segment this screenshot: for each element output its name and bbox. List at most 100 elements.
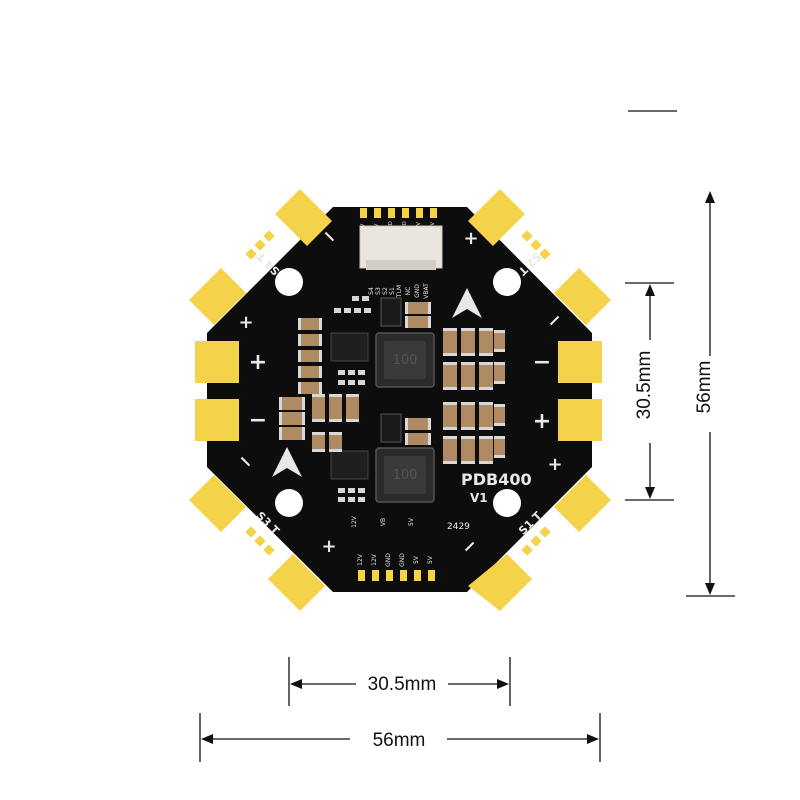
capacitor — [279, 412, 305, 425]
resistor — [338, 370, 345, 375]
capacitor — [494, 436, 505, 458]
board-model-label: PDB400 — [461, 470, 532, 489]
pad-tl-motor-2 — [189, 268, 246, 325]
resistor — [348, 380, 355, 385]
connector-pin-label: NC — [405, 287, 412, 296]
capacitor — [405, 302, 431, 314]
pad-br-motor-2 — [468, 554, 532, 611]
resistor — [338, 488, 345, 493]
dim-h-outer-arrow-left — [201, 734, 213, 744]
capacitor — [479, 402, 493, 430]
pad-tl-motor — [275, 189, 332, 246]
bottom-pin-label: 5V — [427, 555, 434, 564]
board-version-label: V1 — [470, 491, 488, 505]
pad-left-minus — [195, 399, 239, 441]
mosfet-bottom — [380, 413, 402, 443]
resistor — [348, 497, 355, 502]
dimension-annotations — [199, 110, 735, 762]
capacitor — [443, 362, 457, 390]
dim-h-mount-arrow-left — [290, 679, 302, 689]
capacitor — [443, 436, 457, 464]
connector-pin-label: S4 — [368, 287, 375, 295]
plus-mark-right: + — [533, 409, 551, 434]
capacitor — [405, 418, 431, 430]
capacitor — [298, 334, 322, 346]
resistor — [338, 497, 345, 502]
plus-mark-br: + — [547, 454, 562, 475]
top-pin-row — [360, 208, 437, 218]
signal-pads-tl — [245, 230, 275, 260]
dim-v-mount-arrow-bottom — [645, 487, 655, 499]
dim-v-outer-arrow-bottom — [705, 583, 715, 595]
capacitor — [479, 436, 493, 464]
top-pin-label: 12V — [430, 222, 436, 232]
bottom-pin-row — [358, 570, 435, 581]
pad-bl-motor — [189, 475, 246, 532]
connector-pin-label: VBAT — [423, 283, 430, 299]
resistor — [338, 380, 345, 385]
resistor — [358, 380, 365, 385]
top-pin-label: GND — [402, 221, 408, 233]
bottom-pin-label: 12V — [357, 553, 364, 566]
plus-mark-left: + — [249, 350, 267, 375]
resistor — [354, 308, 361, 313]
pad-bl-motor-2 — [268, 554, 325, 611]
pad-right-minus — [558, 341, 602, 383]
pad-br-motor — [554, 475, 611, 532]
capacitor — [479, 362, 493, 390]
inductor-mark-bottom: 100 — [393, 468, 418, 483]
capacitor — [461, 402, 475, 430]
minus-mark-right: − — [533, 350, 551, 375]
top-pin-label: 12V — [416, 222, 422, 232]
top-pin-label: 5V — [360, 223, 366, 230]
capacitor — [461, 328, 475, 356]
top-pin-label: 5V — [374, 223, 380, 230]
mount-hole-tl — [275, 268, 303, 296]
dim-label-height-outer: 56mm — [694, 361, 715, 414]
capacitor — [405, 316, 431, 328]
capacitor — [329, 394, 342, 422]
capacitor — [443, 402, 457, 430]
connector-pin-label: S1 — [389, 287, 396, 295]
capacitor — [461, 362, 475, 390]
mount-hole-br — [493, 489, 521, 517]
capacitor — [443, 328, 457, 356]
pad-tr-motor-2 — [554, 268, 611, 325]
capacitor — [298, 318, 322, 330]
direction-arrow-bottom — [272, 447, 302, 477]
capacitor-bank — [279, 296, 505, 502]
plus-mark-bl: + — [321, 536, 336, 557]
resistor — [362, 296, 369, 301]
capacitor — [346, 394, 359, 422]
capacitor — [279, 427, 305, 440]
resistor — [348, 488, 355, 493]
bottom-group-label: 12V — [351, 515, 358, 528]
minus-mark-left: − — [249, 408, 267, 433]
inductor-top — [375, 332, 435, 388]
capacitor — [279, 397, 305, 410]
connector-pin-label: S2 — [382, 287, 389, 295]
capacitor — [329, 432, 342, 452]
resistor — [358, 488, 365, 493]
capacitor — [298, 350, 322, 362]
resistor — [334, 308, 341, 313]
capacitor — [312, 394, 325, 422]
resistor — [358, 497, 365, 502]
inductor-bottom — [375, 447, 435, 503]
dim-h-outer-arrow-right — [587, 734, 599, 744]
bottom-group-label: VB — [380, 518, 387, 526]
capacitor — [479, 328, 493, 356]
pcb-board: 100 100 PDB400 V1 2429 + − − + + − + − −… — [189, 189, 611, 611]
capacitor — [494, 330, 505, 352]
signal-pads-bl — [245, 526, 275, 556]
pad-left-plus — [195, 341, 239, 383]
capacitor — [298, 382, 322, 394]
dim-label-width-outer: 56mm — [373, 730, 426, 751]
date-code-label: 2429 — [447, 522, 470, 532]
capacitor — [405, 433, 431, 445]
signal-pads-br — [521, 526, 551, 556]
dim-label-height-mount: 30.5mm — [634, 351, 655, 420]
